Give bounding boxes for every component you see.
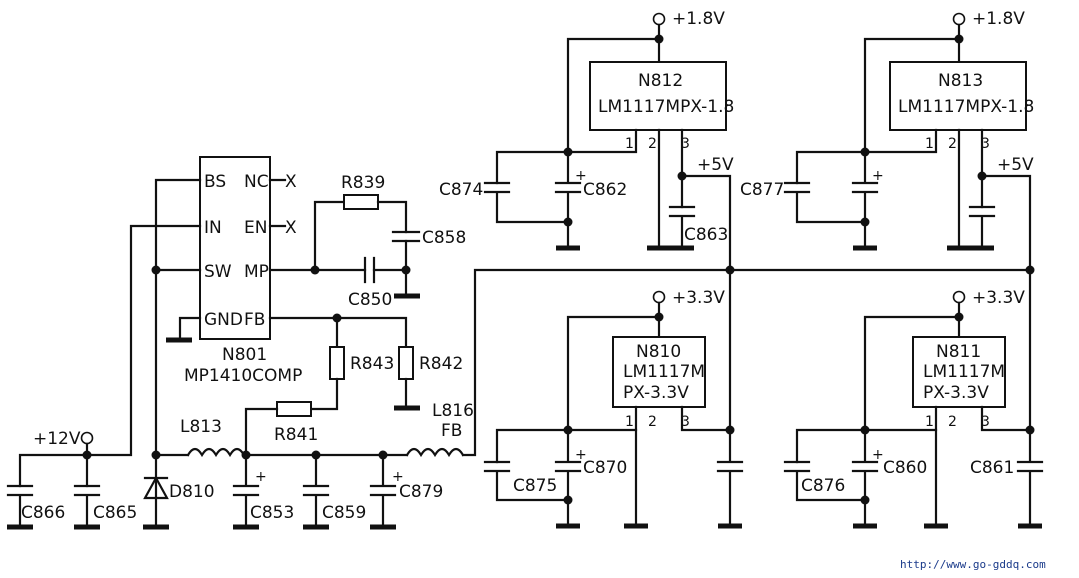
r842	[398, 346, 414, 380]
n811-name: N811	[936, 342, 981, 362]
label-d810: D810	[169, 482, 215, 502]
label-r843: R843	[350, 354, 394, 374]
label-n810-33v: +3.3V	[672, 288, 725, 308]
n812-part: LM1117MPX-1.8	[598, 97, 734, 117]
c879-plus: +	[392, 469, 404, 485]
label-c875: C875	[513, 476, 557, 496]
c870-plus: +	[575, 447, 587, 463]
label-c879: C879	[399, 482, 443, 502]
n812-body	[589, 61, 727, 131]
nc-mark-2: X	[285, 218, 297, 238]
n813-part: LM1117MPX-1.8	[898, 97, 1034, 117]
label-c850: C850	[348, 290, 392, 310]
n811-section: +3.3V N811 LM1117M PX-3.3V 1 2 3 C876 + …	[783, 288, 1044, 529]
label-n813-18v: +1.8V	[972, 9, 1025, 29]
n812-pin1: 1	[625, 136, 634, 152]
n812-name: N812	[638, 71, 683, 91]
n813-section: +1.8V N813 LM1117MPX-1.8 1 2 3 C877 + +5…	[740, 9, 1035, 432]
n810-pin1: 1	[625, 414, 634, 430]
n812-pin2: 2	[648, 136, 657, 152]
n801-pin-sw: SW	[204, 262, 232, 282]
label-c861: C861	[970, 458, 1014, 478]
label-c859: C859	[322, 503, 366, 523]
n801-pin-nc: NC	[244, 172, 269, 192]
n811-pin3: 3	[981, 414, 990, 430]
n813-cap-plus: +	[872, 168, 884, 184]
c860-plus: +	[872, 447, 884, 463]
label-l813: L813	[180, 417, 222, 437]
n801-body	[199, 156, 271, 340]
n810-pin3: 3	[681, 414, 690, 430]
l816	[405, 447, 465, 458]
n810-body	[612, 336, 706, 408]
label-c862: C862	[583, 180, 627, 200]
n812-pin3: 3	[681, 136, 690, 152]
label-n811-33v: +3.3V	[972, 288, 1025, 308]
label-c860: C860	[883, 458, 927, 478]
label-c870: C870	[583, 458, 627, 478]
n813-pin2: 2	[948, 136, 957, 152]
n811-part2: PX-3.3V	[923, 383, 989, 403]
label-fb: FB	[441, 421, 462, 441]
label-l816: L816	[432, 401, 474, 421]
n813-name: N813	[938, 71, 983, 91]
n810-part2: PX-3.3V	[623, 383, 689, 403]
n811-part1: LM1117M	[923, 362, 1005, 382]
nc-mark-1: X	[285, 172, 297, 192]
n801-pin-en: EN	[244, 218, 267, 238]
n801-section: BS NC IN EN SW MP GND FB N801 MP1410COMP…	[18, 156, 466, 528]
label-n812-5v: +5V	[697, 155, 734, 175]
l813	[186, 447, 246, 458]
input-filter-section: +12V C866 C865 D810 L813 + C853 C859	[6, 268, 1032, 530]
label-c877: C877	[740, 180, 784, 200]
n812-section: +1.8V N812 LM1117MPX-1.8 1 2 3 C874 + C8…	[439, 9, 735, 275]
n801-pin-bs: BS	[204, 172, 226, 192]
n810-pin2: 2	[648, 414, 657, 430]
c853-plus: +	[255, 469, 267, 485]
label-r842: R842	[419, 354, 463, 374]
n811-pin2: 2	[948, 414, 957, 430]
label-c874: C874	[439, 180, 483, 200]
label-c858: C858	[422, 228, 466, 248]
label-r839: R839	[341, 173, 385, 193]
n801-pin-mp: MP	[244, 262, 269, 282]
r839	[343, 194, 379, 210]
c862-plus: +	[575, 168, 587, 184]
n810-section: +3.3V N810 LM1117M PX-3.3V 1 2 3 C875 + …	[483, 268, 744, 529]
r843	[329, 346, 345, 380]
label-c853: C853	[250, 503, 294, 523]
n810-name: N810	[636, 342, 681, 362]
n810-part1: LM1117M	[623, 362, 705, 382]
label-c876: C876	[801, 476, 845, 496]
r841	[276, 401, 312, 417]
label-12v: +12V	[33, 429, 81, 449]
label-n813-5v: +5V	[997, 155, 1034, 175]
n801-name: N801	[222, 345, 267, 365]
n813-pin1: 1	[925, 136, 934, 152]
watermark-url: http://www.go-gddq.com	[900, 558, 1046, 571]
label-r841: R841	[274, 425, 318, 445]
n813-pin3: 3	[981, 136, 990, 152]
n801-part: MP1410COMP	[184, 366, 302, 386]
n801-pin-gnd: GND	[204, 310, 243, 330]
n801-pin-in: IN	[204, 218, 222, 238]
label-c863: C863	[684, 225, 728, 245]
n801-pin-fb: FB	[244, 310, 265, 330]
label-c865: C865	[93, 503, 137, 523]
n811-body	[912, 336, 1006, 408]
label-n812-18v: +1.8V	[672, 9, 725, 29]
label-c866: C866	[21, 503, 65, 523]
n811-pin1: 1	[925, 414, 934, 430]
